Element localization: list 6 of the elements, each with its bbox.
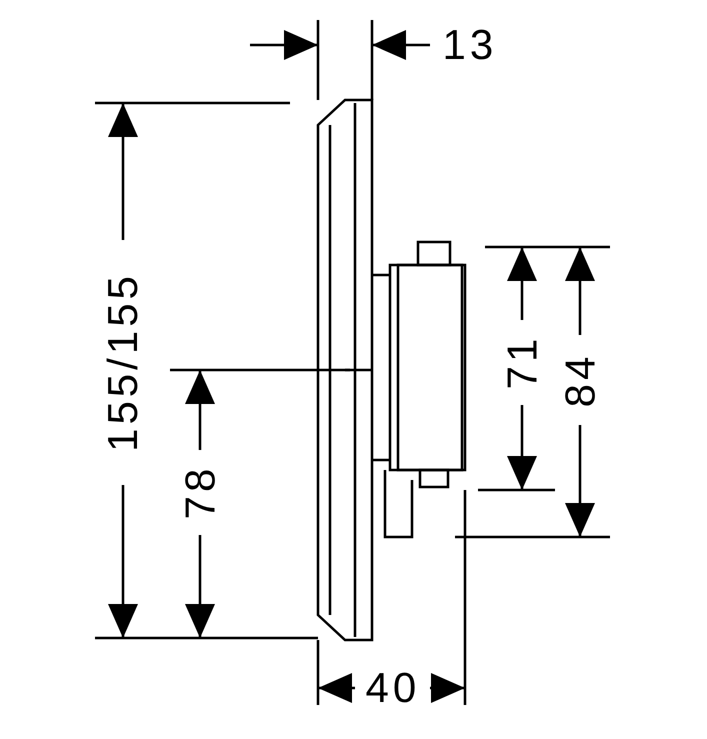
dimension-label: 40 [366,667,420,709]
dimension-label: 13 [442,24,498,66]
dimension-label: 84 [558,352,601,408]
dimension-label: 71 [500,334,543,390]
dimension-label: 155/155 [102,272,144,452]
dimension-label: 78 [178,464,221,520]
